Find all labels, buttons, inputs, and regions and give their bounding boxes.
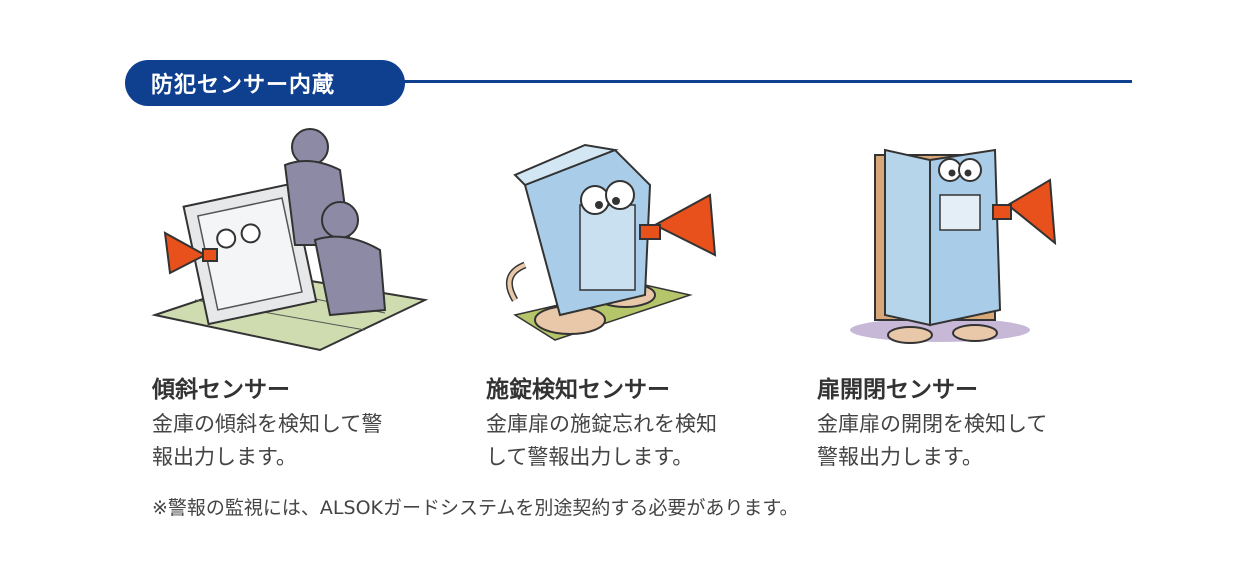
feature-desc-line: 金庫扉の施錠忘れを検知: [486, 412, 717, 436]
feature-desc-line: 金庫の傾斜を検知して警: [152, 412, 383, 436]
feature-desc-line: 警報出力します。: [817, 445, 983, 469]
section-header: 防犯センサー内蔵: [125, 60, 405, 106]
door-sensor-illustration: [830, 125, 1090, 355]
tilt-sensor-illustration: [135, 125, 435, 355]
header-rule: [395, 80, 1132, 83]
section-title: 防犯センサー内蔵: [151, 73, 336, 98]
feature-title-door: 扉開閉センサー: [817, 377, 978, 403]
feature-desc-line: 報出力します。: [152, 445, 297, 469]
feature-title-tilt: 傾斜センサー: [152, 377, 290, 403]
lock-sensor-illustration: [495, 125, 765, 355]
footnote: ※警報の監視には、ALSOKガードシステムを別途契約する必要があります。: [152, 497, 799, 519]
tilt-illustration-icon: [151, 128, 429, 352]
lock-illustration-icon: [505, 143, 717, 341]
feature-desc-door: 金庫扉の開閉を検知して 警報出力します。: [817, 408, 1137, 474]
door-illustration-icon: [850, 148, 1057, 344]
feature-desc-line: 金庫扉の開閉を検知して: [817, 412, 1048, 436]
feature-desc-lock: 金庫扉の施錠忘れを検知 して警報出力します。: [486, 408, 806, 474]
feature-title-lock: 施錠検知センサー: [486, 377, 670, 403]
feature-desc-tilt: 金庫の傾斜を検知して警 報出力します。: [152, 408, 472, 474]
feature-desc-line: して警報出力します。: [486, 445, 694, 469]
